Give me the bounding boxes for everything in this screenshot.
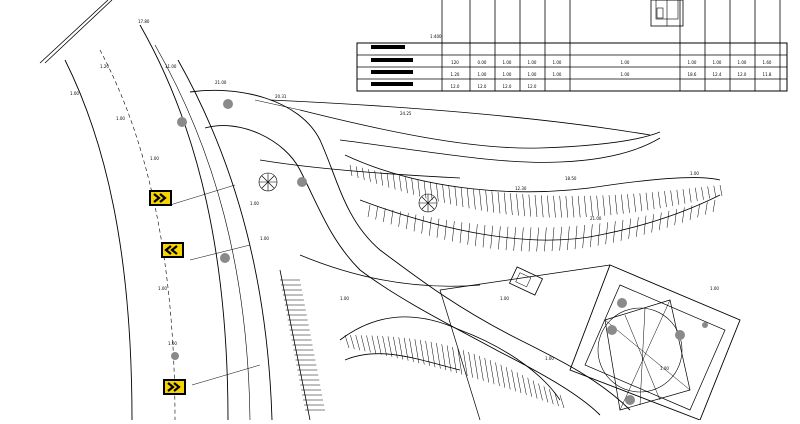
profile-table-cell: 1.00 — [713, 60, 722, 65]
road-label: 1.20 — [100, 64, 109, 69]
curved-road — [64, 24, 273, 421]
profile-table-cell: 1.00 — [621, 60, 630, 65]
road-label: 1.00 — [168, 341, 177, 346]
tree-symbol-1 — [258, 172, 278, 192]
road-label: 1.00 — [260, 236, 269, 241]
road-label: 1.00 — [150, 156, 159, 161]
chevron-sign — [163, 379, 186, 395]
road-labels: 17.80 1.20 11.00 1.00 1.00 1.00 1.00 1.0… — [70, 19, 719, 371]
slope-band-middle — [299, 154, 721, 287]
profile-table-cell: 11.8 — [763, 72, 772, 77]
road-label: 12.30 — [515, 186, 527, 191]
profile-table-cell: 1.00 — [688, 60, 697, 65]
road-label: 11.00 — [165, 64, 177, 69]
profile-table-cell: 1.00 — [503, 60, 512, 65]
road-label: 1.00 — [660, 366, 669, 371]
profile-table-cell: 1.00 — [738, 60, 747, 65]
profile-table-cell: 1.00 — [503, 72, 512, 77]
winding-driveway — [189, 89, 631, 416]
road-label: 20.31 — [275, 94, 287, 99]
road-label: 17.80 — [138, 19, 150, 24]
chevron-sign — [149, 190, 172, 206]
profile-table-cell: 1.00 — [553, 60, 562, 65]
slope-band-upper — [259, 99, 661, 179]
chevron-left-icon — [164, 245, 178, 255]
profile-table-cell: 0.00 — [478, 60, 487, 65]
profile-table-cell: 1.00 — [478, 72, 487, 77]
profile-table-cell: 12.0 — [503, 84, 512, 89]
profile-table-cell: 1.00 — [553, 72, 562, 77]
slope-hatching-lower — [280, 279, 565, 411]
road-label: 1.00 — [710, 286, 719, 291]
tree-symbol-2 — [418, 193, 438, 213]
road-label: 1.00 — [250, 201, 259, 206]
profile-table-cell: 1.00 — [528, 60, 537, 65]
road-label: 1.00 — [70, 91, 79, 96]
slope-hatching-middle — [349, 164, 723, 252]
road-label: 1.00 — [545, 356, 554, 361]
profile-table-cell: 12.0 — [738, 72, 747, 77]
slope-band-lower — [279, 269, 561, 421]
chevron-signs — [149, 190, 186, 395]
road-label: 18.50 — [565, 176, 577, 181]
profile-table-cell: 12.0 — [478, 84, 487, 89]
road-label: 1.00 — [116, 116, 125, 121]
fenced-structure — [439, 264, 741, 421]
profile-table-cell: 1.00 — [621, 72, 630, 77]
profile-table-cell: 12.4 — [713, 72, 722, 77]
profile-table: 1:400 120 0.00 1.00 1.00 1.00 1.00 1.00 1.00 1.0… — [356, 0, 788, 92]
profile-table-cell: 1.00 — [528, 72, 537, 77]
road-label: 21.00 — [215, 80, 227, 85]
chevron-right-icon — [167, 382, 181, 392]
profile-table-cell: 12.0 — [528, 84, 537, 89]
profile-table-cell: 120 — [451, 60, 459, 65]
profile-table-cell: 12.0 — [451, 84, 460, 89]
road-label: 1.00 — [340, 296, 349, 301]
chevron-sign — [161, 242, 184, 258]
profile-table-cell: 1.60 — [763, 60, 772, 65]
road-label: 24.25 — [400, 111, 412, 116]
road-label: 1.00 — [158, 286, 167, 291]
road-label: 1.00 — [500, 296, 509, 301]
profile-table-header: 1:400 — [430, 34, 442, 39]
road-label: 1.00 — [690, 171, 699, 176]
profile-table-cell: 1.20 — [451, 72, 460, 77]
chevron-right-icon — [153, 193, 167, 203]
profile-table-cell: 18.6 — [688, 72, 697, 77]
profile-table-cells: 120 0.00 1.00 1.00 1.00 1.00 1.00 1.00 1.00 1.60 1… — [451, 60, 772, 89]
dimension-lines — [169, 99, 301, 386]
trees — [171, 99, 438, 360]
road-label: 21.00 — [590, 216, 602, 221]
